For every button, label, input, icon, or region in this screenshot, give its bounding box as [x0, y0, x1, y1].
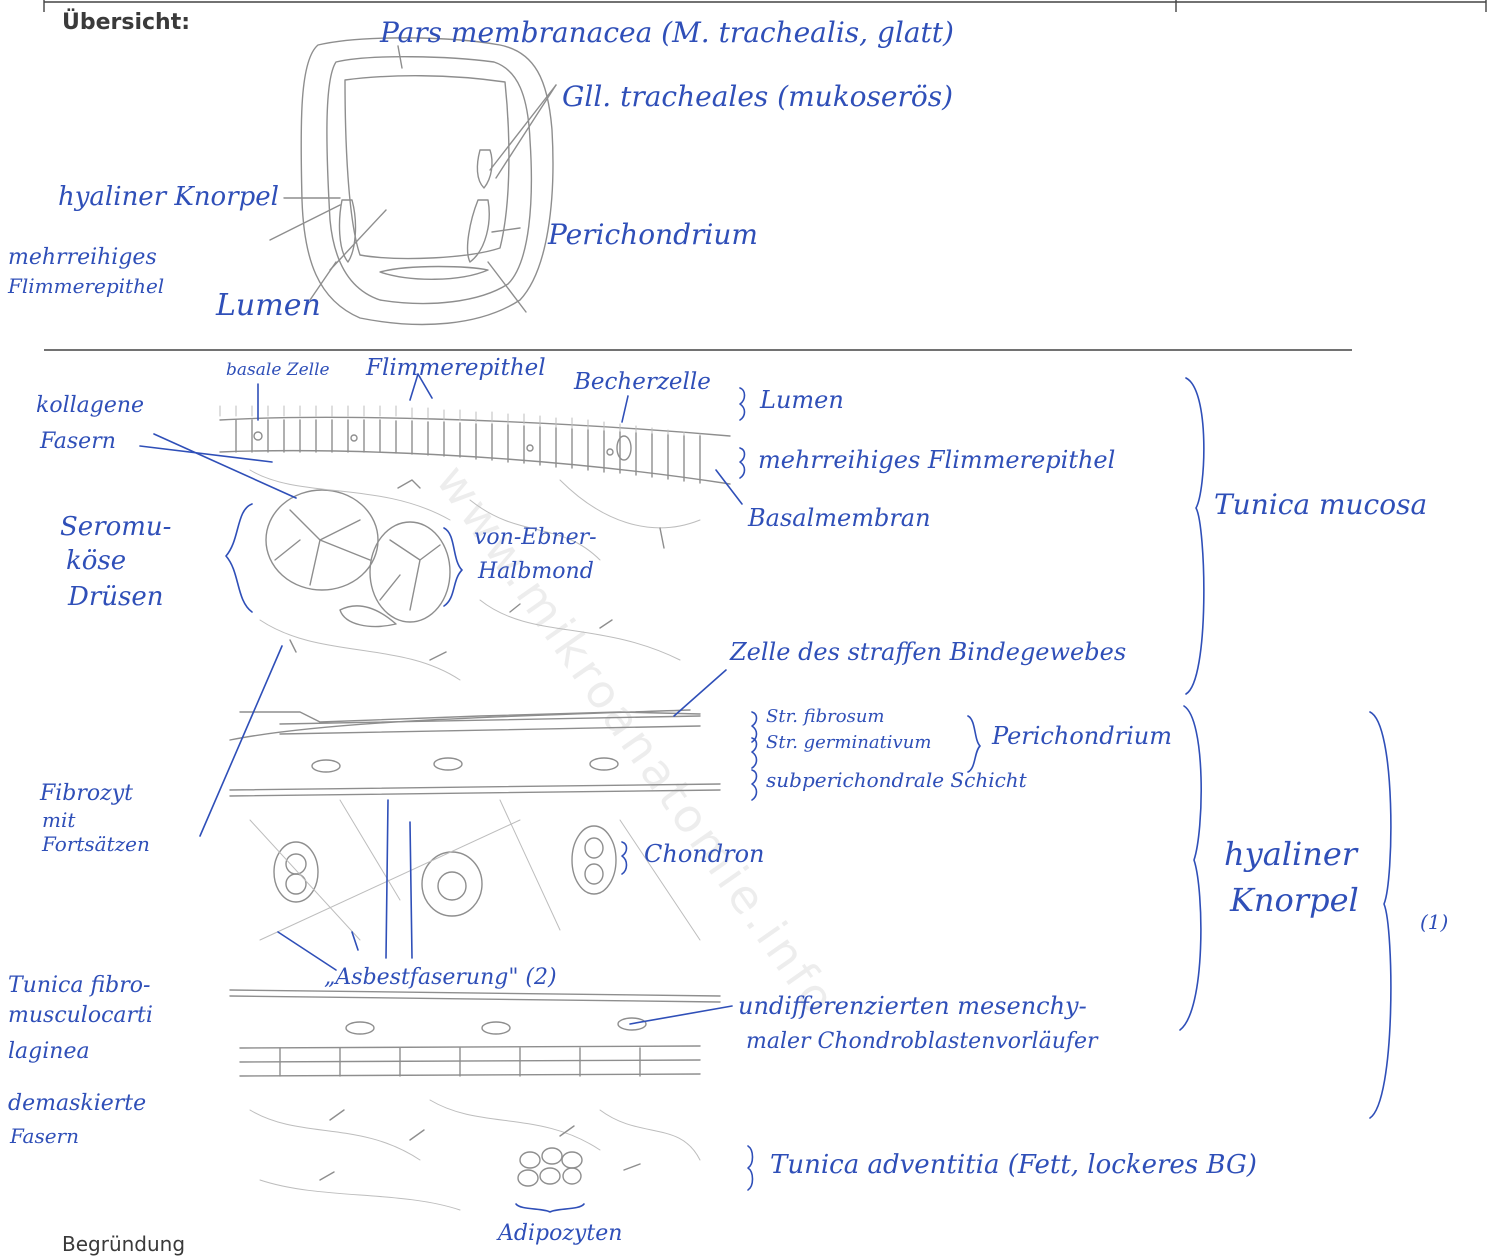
- label-ref-1: (1): [1420, 910, 1449, 934]
- heading-uebersicht: Übersicht:: [62, 10, 191, 35]
- label-str-fibrosum: Str. fibrosum: [766, 706, 885, 727]
- label-fasern-2: Fasern: [10, 1124, 79, 1148]
- label-mehrreihiges-flimmerepithel: mehrreihiges Flimmerepithel: [758, 446, 1116, 474]
- label-chondron: Chondron: [644, 840, 765, 868]
- label-undiff-1: undifferenzierten mesenchy-: [738, 992, 1087, 1020]
- label-perichondrium: Perichondrium: [992, 722, 1172, 750]
- label-tunica-fibro-3: laginea: [8, 1039, 90, 1064]
- label-str-germinativum: Str. germinativum: [766, 732, 932, 753]
- label-flimmerepithel: Flimmerepithel: [366, 355, 546, 381]
- label-fasern: Fasern: [40, 429, 116, 454]
- label-pars-membranacea: Pars membranacea (M. trachealis, glatt): [380, 16, 954, 49]
- label-flimmerepithel-overview: Flimmerepithel: [8, 274, 165, 298]
- ink-annotations: [139, 373, 1392, 1213]
- footer-begruendung: Begründung: [62, 1232, 186, 1256]
- label-adipozyten: Adipozyten: [498, 1221, 623, 1246]
- label-subperichondrale: subperichondrale Schicht: [766, 768, 1027, 792]
- label-knorpel: Knorpel: [1230, 881, 1359, 919]
- label-basalmembran: Basalmembran: [748, 504, 931, 532]
- label-fibrozyt-1: Fibrozyt: [40, 781, 134, 806]
- label-basale-zelle: basale Zelle: [226, 360, 330, 380]
- trachea-overview-sketch: [300, 37, 554, 326]
- seromucous-glands-sketch: [249, 469, 701, 681]
- label-seromukoese-3: Drüsen: [68, 582, 164, 612]
- adventitia-sketch: [249, 1099, 701, 1211]
- label-gll-tracheales: Gll. tracheales (mukoserös): [562, 80, 953, 113]
- label-seromukoese-2: köse: [66, 546, 127, 576]
- label-mehrreihiges-overview: mehrreihiges: [8, 245, 157, 270]
- label-undiff-2: maler Chondroblastenvorläufer: [746, 1029, 1098, 1054]
- label-lumen-overview: Lumen: [216, 288, 321, 323]
- cartilage-sketch: [229, 709, 721, 1077]
- label-hyaliner: hyaliner: [1224, 835, 1358, 873]
- label-zelle-straffes-bg: Zelle des straffen Bindegewebes: [730, 638, 1127, 666]
- label-fibrozyt-3: Fortsätzen: [42, 832, 150, 856]
- label-perichondrium-overview: Perichondrium: [548, 218, 758, 251]
- label-fibrozyt-2: mit: [42, 808, 76, 832]
- label-lumen: Lumen: [760, 386, 844, 414]
- label-von-ebner-1: von-Ebner-: [474, 525, 597, 550]
- label-demaskierte: demaskierte: [8, 1091, 147, 1116]
- label-seromukoese-1: Seromu-: [60, 512, 172, 542]
- label-kollagene: kollagene: [36, 393, 145, 418]
- label-tunica-adventitia: Tunica adventitia (Fett, lockeres BG): [770, 1150, 1257, 1180]
- label-tunica-mucosa: Tunica mucosa: [1214, 488, 1428, 521]
- label-tunica-fibro-1: Tunica fibro-: [8, 973, 151, 998]
- label-von-ebner-2: Halbmond: [478, 559, 594, 584]
- label-hyaliner-knorpel-overview: hyaliner Knorpel: [58, 182, 279, 212]
- overview-leader-lines: [269, 45, 557, 313]
- label-tunica-fibro-2: musculocarti: [8, 1003, 153, 1028]
- epithelium-sketch: [219, 405, 731, 485]
- label-asbestfaserung: „Asbestfaserung" (2): [324, 965, 557, 990]
- label-becherzelle: Becherzelle: [574, 369, 711, 395]
